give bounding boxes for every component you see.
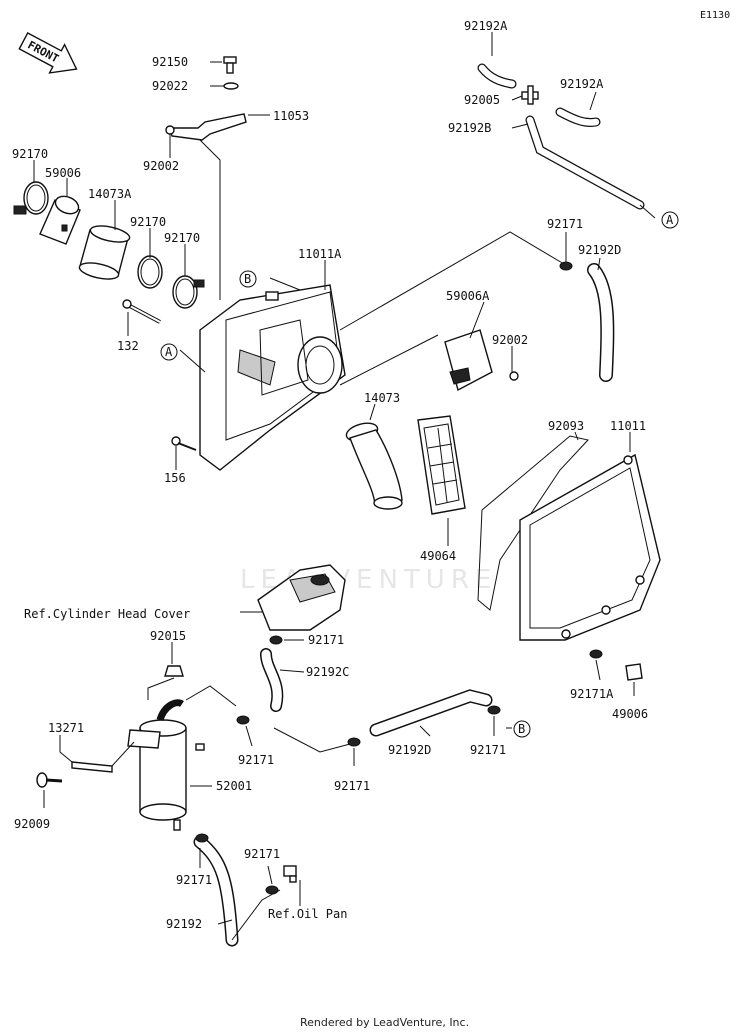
label-92170-mid2: 92170 [164,231,200,245]
label-92170-mid1: 92170 [130,215,166,229]
label-14073A: 14073A [88,187,132,201]
clamp-92171-cyl-part [269,635,283,645]
clamp-92171A-part [589,649,603,659]
label-92171-cyl: 92171 [308,633,344,647]
seal-59006A-part [444,329,493,392]
label-92022: 92022 [152,79,188,93]
duct-14073-part [345,422,403,510]
bolt-156-part [171,436,197,451]
clamp-92170-mid1-part [137,255,163,289]
label-92171-B: 92171 [470,743,506,757]
label-92015: 92015 [150,629,186,643]
label-92170-left: 92170 [12,147,48,161]
label-92171-hoseD: 92171 [334,779,370,793]
label-92171-top: 92171 [547,217,583,231]
svg-text:B: B [244,272,251,286]
callout-a-right: A [661,211,679,229]
label-59006A: 59006A [446,289,490,303]
cover-11011-part [519,453,661,641]
label-92192D-bottom: 92192D [388,743,431,757]
label-92192A-top: 92192A [464,19,508,33]
bolt-132-part [122,299,161,324]
label-11011: 11011 [610,419,646,433]
housing-11011A-part [199,284,346,471]
svg-text:B: B [518,722,525,736]
nut-92015-part [164,665,184,677]
bracket-13271-part [71,761,113,773]
label-92192C: 92192C [306,665,349,679]
cylinder-head-cover-part [257,564,346,631]
canister-52001-part [127,699,205,831]
clamp-92171-bot1-part [195,833,209,843]
clamp-92171-hoseD-part [347,737,361,747]
cap-49006-part [625,663,643,681]
leader-lines [33,32,656,941]
label-49006: 49006 [612,707,648,721]
label-156: 156 [164,471,186,485]
bolt-92002-mid-part [509,371,519,381]
label-92002-top: 92002 [143,159,179,173]
label-ref-oil-pan: Ref.Oil Pan [268,907,347,921]
label-92192D-top: 92192D [578,243,621,257]
svg-text:A: A [666,213,674,227]
clamp-92171-B-part [487,705,501,715]
clamp-92170-left-part [13,181,49,215]
clamp-92170-mid2-part [172,275,205,309]
joint-92005-part [521,85,539,105]
clamp-92171-canL-part [236,715,250,725]
label-ref-cylinder-head-cover: Ref.Cylinder Head Cover [24,607,190,621]
label-92171-bot1: 92171 [176,873,212,887]
filter-59006-part [39,195,81,245]
label-92093: 92093 [548,419,584,433]
label-14073: 14073 [364,391,400,405]
label-92002-mid: 92002 [492,333,528,347]
bolt-92002-part [165,125,175,135]
label-11011A: 11011A [298,247,342,261]
callout-a-left: A [160,343,178,361]
bolt-92009-part [36,772,63,788]
label-92009: 92009 [14,817,50,831]
label-92150: 92150 [152,55,188,69]
label-52001: 52001 [216,779,252,793]
filter-element-49064-part [417,415,466,515]
label-92171-canL: 92171 [238,753,274,767]
clamp-92171-bot2-part [265,885,279,895]
callout-b-bottom: B [513,720,531,738]
label-92171A: 92171A [570,687,614,701]
label-92171-bot2: 92171 [244,847,280,861]
label-13271: 13271 [48,721,84,735]
duct-14073A-part [78,225,131,280]
oil-pan-fitting-part [283,865,297,883]
label-132: 132 [117,339,139,353]
label-92192B: 92192B [448,121,491,135]
label-11053: 11053 [273,109,309,123]
footer-credit: Rendered by LeadVenture, Inc. [300,1016,469,1029]
front-arrow-icon: FRONT [18,32,78,74]
bracket-11053-part [169,113,247,141]
label-92192: 92192 [166,917,202,931]
bolt-92150-part [223,56,237,74]
diagram-code: E1130 [700,10,730,21]
washer-92022-part [223,82,239,90]
svg-text:A: A [165,345,173,359]
label-59006: 59006 [45,166,81,180]
label-49064: 49064 [420,549,456,563]
label-92192A-right: 92192A [560,77,604,91]
callout-b-top: B [239,270,257,288]
label-92005: 92005 [464,93,500,107]
